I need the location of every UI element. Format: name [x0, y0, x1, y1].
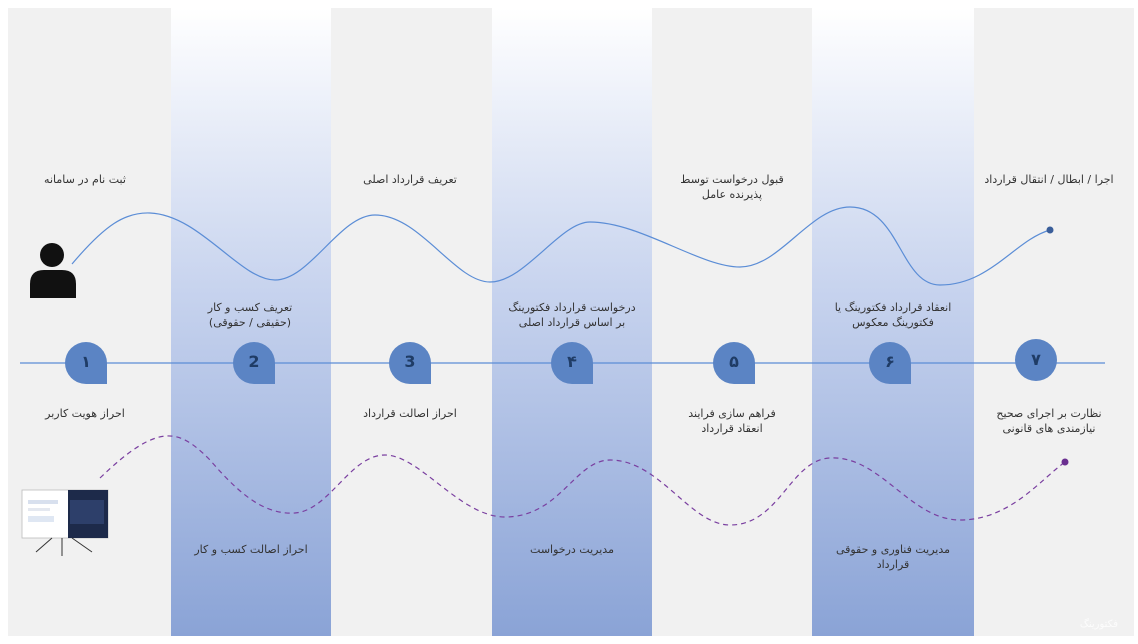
watermark-logo: فکتورینگ — [1079, 619, 1118, 630]
column-4 — [492, 8, 652, 636]
step-3-bottom-label: احراز اصالت قرارداد — [363, 407, 457, 420]
step-number-4: ۴ — [567, 352, 577, 371]
monitor-icon — [21, 489, 109, 556]
step-pin-3 — [389, 342, 431, 384]
step-pin-5 — [713, 342, 755, 384]
step-number-3: 3 — [404, 352, 416, 371]
step-3-top-label: تعریف قرارداد اصلی — [363, 173, 457, 186]
step-pin-2 — [233, 342, 275, 384]
step-number-6: ۶ — [885, 352, 895, 371]
step-number-5: ۵ — [729, 352, 739, 371]
step-pin-7 — [1015, 339, 1057, 381]
lower-line-end-dot — [1061, 458, 1069, 466]
step-pin-1 — [65, 342, 107, 384]
step-pin-6 — [869, 342, 911, 384]
business-verification-label: احراز اصالت کسب و کار — [194, 543, 308, 556]
step-number-1: ١ — [81, 352, 91, 371]
step-7-top-label: اجرا / ابطال / انتقال قرارداد — [984, 173, 1114, 186]
upper-wave-line — [71, 206, 1051, 286]
column-5 — [652, 8, 812, 636]
step-1-top-label: ثبت نام در سامانه — [44, 173, 126, 186]
step-pin-4 — [551, 342, 593, 384]
column-6 — [812, 8, 974, 636]
user-icon — [30, 243, 76, 298]
column-2 — [171, 8, 331, 636]
column-7 — [974, 8, 1134, 636]
step-1-bottom-label: احراز هویت کاربر — [45, 407, 125, 420]
step-number-7: ۷ — [1031, 350, 1041, 369]
step-number-2: 2 — [248, 352, 260, 371]
upper-line-end-dot — [1046, 226, 1054, 234]
column-1 — [8, 8, 171, 636]
step-2-top-label: تعریف کسب و کار(حقیقی / حقوقی) — [207, 301, 293, 329]
request-management-label: مدیریت درخواست — [530, 543, 614, 556]
column-3 — [331, 8, 492, 636]
